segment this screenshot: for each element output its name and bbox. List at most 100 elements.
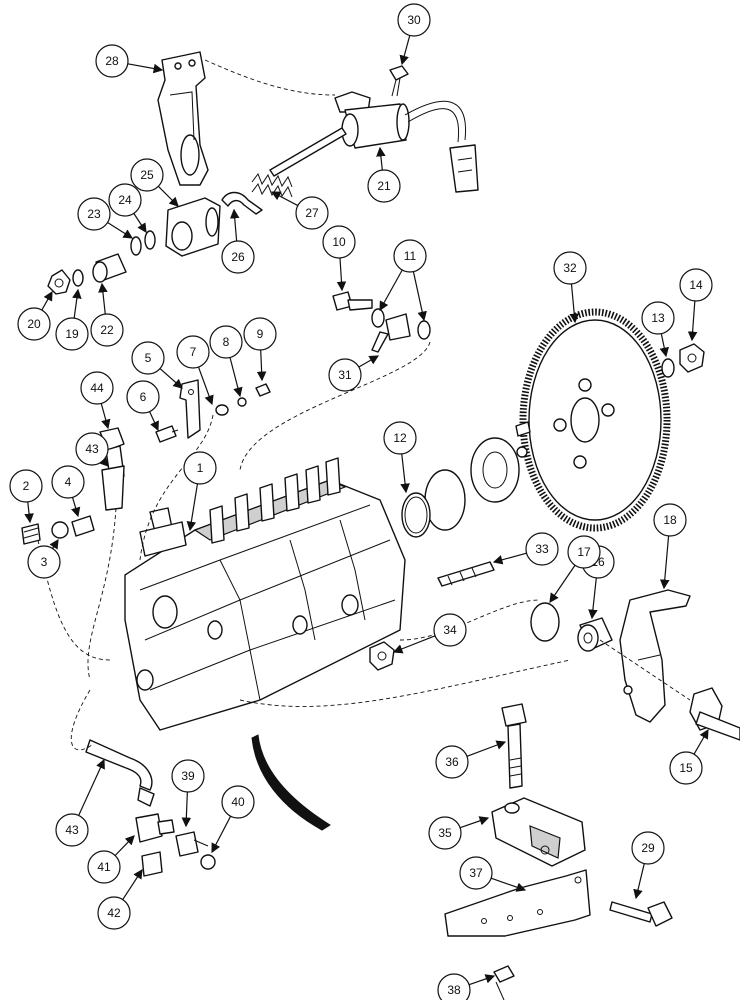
callout-number: 21 [377, 179, 391, 193]
callout-leader [256, 349, 267, 382]
callout-circle [51, 465, 85, 499]
callout-leader [197, 366, 214, 406]
callout-number: 25 [140, 168, 154, 182]
callout-number: 40 [231, 795, 245, 809]
callout-circle [328, 358, 362, 392]
callout-number: 43 [65, 823, 79, 837]
spacer-part [530, 602, 613, 652]
callout-circle [17, 307, 51, 341]
callout-circle [176, 335, 210, 369]
callout-circle [90, 313, 124, 347]
assembly-lines [37, 59, 691, 751]
callout-leader [336, 257, 347, 292]
callout-circle [295, 196, 329, 230]
banjo-bolt-part [332, 291, 431, 353]
callout-number: 19 [65, 327, 79, 341]
callout-number: 5 [145, 351, 152, 365]
callout-circle [641, 301, 675, 335]
callout-leader [181, 791, 192, 828]
callout-circle [171, 759, 205, 793]
callout-number: 32 [563, 261, 577, 275]
callout-8: 8 [209, 325, 243, 359]
long-bolt-part [501, 703, 527, 789]
callout-number: 38 [447, 983, 461, 997]
callout-number: 10 [332, 235, 346, 249]
callout-circle [126, 380, 160, 414]
screw-part [389, 65, 409, 97]
injection-pump-part [124, 457, 406, 731]
callout-24: 24 [108, 183, 142, 217]
callout-number: 9 [257, 327, 264, 341]
callout-leader [466, 740, 507, 757]
callout-36: 36 [435, 745, 469, 779]
callout-leader [492, 552, 527, 565]
callout-leader [399, 35, 411, 66]
callout-20: 20 [17, 307, 51, 341]
callout-number: 31 [338, 368, 352, 382]
callout-number: 28 [105, 54, 119, 68]
callout-number: 17 [577, 545, 591, 559]
callout-number: 34 [443, 623, 457, 637]
callout-leader [24, 501, 34, 524]
callout-18: 18 [653, 503, 687, 537]
callout-31: 31 [328, 358, 362, 392]
callout-number: 44 [90, 381, 104, 395]
callout-43: 43 [55, 813, 89, 847]
gear-part [519, 308, 671, 532]
callout-circle [428, 816, 462, 850]
washer-part [130, 230, 156, 256]
callout-leader [588, 577, 598, 620]
callout-number: 24 [118, 193, 132, 207]
callout-circle [653, 503, 687, 537]
callout-3: 3 [27, 545, 61, 579]
fitting-part [47, 253, 127, 295]
callout-leader [98, 456, 109, 467]
callout-43: 43 [75, 432, 109, 466]
callout-circle [669, 751, 703, 785]
callout-circle [221, 785, 255, 819]
callout-19: 19 [55, 317, 89, 351]
callout-leader [659, 535, 670, 590]
callout-13: 13 [641, 301, 675, 335]
callout-leader [157, 185, 179, 207]
callout-number: 33 [535, 542, 549, 556]
callout-circle [397, 3, 431, 37]
callout-leader [186, 483, 199, 532]
callout-leader [633, 863, 645, 900]
callout-leader [107, 222, 134, 239]
callout-leader [659, 333, 669, 358]
callout-leader [549, 564, 576, 603]
callout-number: 18 [663, 513, 677, 527]
callout-number: 8 [223, 335, 230, 349]
callout-circle [679, 268, 713, 302]
callout-32: 32 [553, 251, 587, 285]
callout-leader [412, 271, 427, 322]
callout-circle [97, 896, 131, 930]
callout-circle [221, 240, 255, 274]
callout-40: 40 [221, 785, 255, 819]
callout-number: 41 [97, 860, 111, 874]
parts-layer [21, 51, 740, 1000]
callout-circle [631, 831, 665, 865]
callout-circle [435, 745, 469, 779]
callout-27: 27 [295, 196, 329, 230]
callout-leader [468, 974, 496, 986]
callout-44: 44 [80, 371, 114, 405]
callout-number: 6 [140, 390, 147, 404]
lever-plate-part [619, 589, 691, 723]
callout-number: 23 [87, 207, 101, 221]
callout-37: 37 [459, 856, 493, 890]
callout-leader [78, 758, 105, 816]
lever-housing-part [165, 197, 221, 257]
callout-circle [209, 325, 243, 359]
callout-17: 17 [567, 535, 601, 569]
callout-circle [459, 856, 493, 890]
callout-number: 30 [407, 13, 421, 27]
callout-number: 1 [197, 461, 204, 475]
callout-29: 29 [631, 831, 665, 865]
callout-21: 21 [367, 169, 401, 203]
callout-41: 41 [87, 850, 121, 884]
callout-2: 2 [9, 469, 43, 503]
callout-leader [376, 146, 386, 171]
